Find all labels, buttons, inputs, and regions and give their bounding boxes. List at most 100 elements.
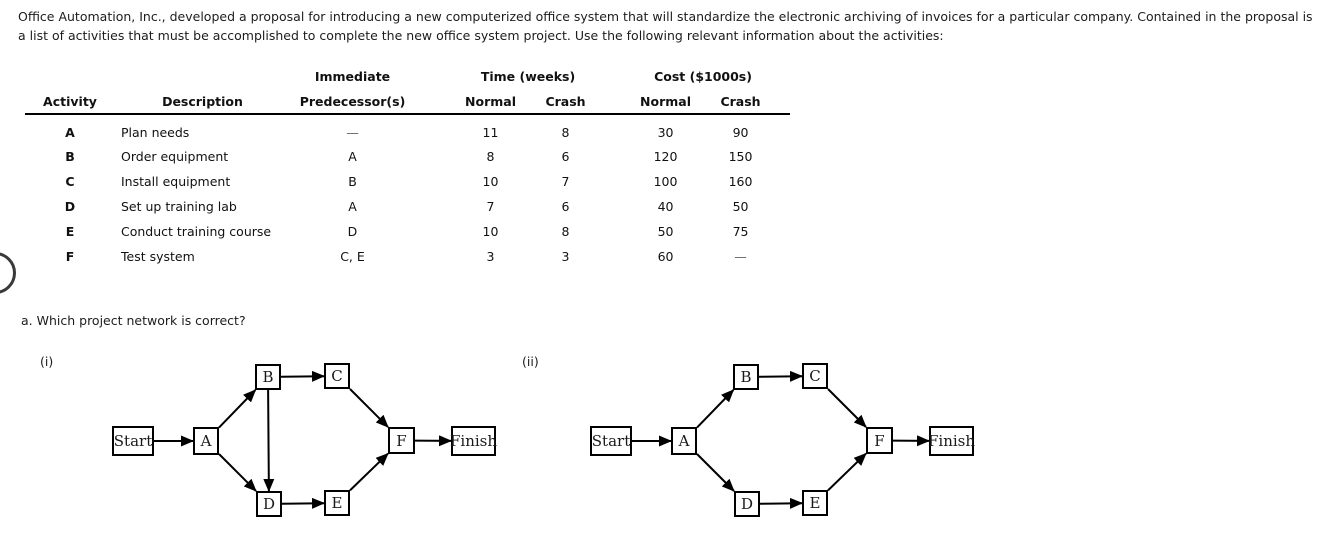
spacer-cell bbox=[603, 114, 628, 144]
cell-cost-normal: 100 bbox=[653, 174, 678, 189]
time-group-header: Time (weeks) bbox=[480, 68, 576, 84]
cell-activity: B bbox=[65, 149, 75, 164]
spacer-cell bbox=[778, 89, 791, 115]
node-b: B bbox=[733, 364, 759, 390]
edge-A-B bbox=[696, 389, 735, 429]
edge-B-C bbox=[280, 370, 325, 382]
diagram-i-label: (i) bbox=[40, 354, 54, 369]
spacer-cell bbox=[603, 169, 628, 194]
edge-D-E bbox=[759, 497, 803, 509]
cell-activity: C bbox=[65, 174, 75, 189]
spacer-cell bbox=[415, 114, 453, 144]
edge-A-D bbox=[696, 453, 735, 492]
diagram-ii-label: (ii) bbox=[522, 354, 539, 369]
cell-time-crash: 6 bbox=[561, 149, 570, 164]
cell-description: Order equipment bbox=[121, 149, 229, 164]
cell-time-normal: 10 bbox=[482, 174, 499, 189]
spacer-cell bbox=[415, 219, 453, 244]
cell-cost-crash: 160 bbox=[728, 174, 753, 189]
cell-cost-normal: 40 bbox=[657, 199, 674, 214]
edge-A-B bbox=[218, 389, 257, 429]
time-crash-column-header: Crash bbox=[528, 89, 604, 115]
cell-time-normal: 3 bbox=[486, 249, 495, 264]
diagram-edges bbox=[632, 370, 930, 509]
diagram-edges bbox=[154, 370, 452, 509]
cell-cost-normal: 50 bbox=[657, 224, 674, 239]
node-e: E bbox=[802, 490, 828, 516]
cell-time-normal: 11 bbox=[482, 124, 499, 140]
table-row-a: A Plan needs — 11 8 30 90 bbox=[25, 114, 790, 144]
edge-B-C bbox=[758, 370, 803, 382]
cell-predecessor: A bbox=[348, 199, 357, 214]
node-e: E bbox=[324, 490, 350, 516]
spacer-cell bbox=[778, 144, 790, 169]
page-curl-mark bbox=[0, 252, 16, 294]
spacer-cell bbox=[603, 194, 628, 219]
cell-time-crash: 8 bbox=[561, 224, 570, 239]
edge-C-F bbox=[349, 388, 389, 428]
node-a: A bbox=[193, 427, 219, 455]
node-finish: Finish bbox=[928, 426, 975, 456]
spacer-cell bbox=[778, 114, 790, 144]
spacer-cell bbox=[415, 63, 453, 89]
activity-column-header: Activity bbox=[25, 89, 115, 115]
node-a: A bbox=[671, 427, 697, 455]
cost-crash-column-header: Crash bbox=[703, 89, 779, 115]
cell-time-crash: 8 bbox=[561, 124, 570, 140]
cell-time-normal: 10 bbox=[482, 224, 499, 239]
node-c: C bbox=[324, 363, 350, 389]
spacer-cell bbox=[778, 63, 790, 89]
cell-description: Test system bbox=[121, 249, 195, 264]
cell-time-crash: 7 bbox=[561, 174, 570, 189]
cell-cost-crash: 150 bbox=[728, 149, 753, 164]
spacer-cell bbox=[603, 89, 629, 115]
spacer-cell bbox=[415, 194, 453, 219]
cell-time-normal: 8 bbox=[486, 149, 495, 164]
node-f: F bbox=[388, 427, 415, 454]
cell-predecessor: B bbox=[348, 174, 357, 189]
spacer-cell bbox=[603, 63, 628, 89]
node-b: B bbox=[255, 364, 281, 390]
spacer-cell bbox=[778, 219, 790, 244]
spacer-cell bbox=[603, 244, 628, 269]
table-row-f: F Test system C, E 3 3 60 — bbox=[25, 244, 790, 269]
predecessor-column-header: Predecessor(s) bbox=[290, 89, 415, 115]
cell-time-crash: 6 bbox=[561, 199, 570, 214]
table-row-b: B Order equipment A 8 6 120 150 bbox=[25, 144, 790, 169]
node-start: Start bbox=[112, 426, 154, 456]
node-start: Start bbox=[590, 426, 632, 456]
cell-time-crash: 3 bbox=[561, 249, 570, 264]
cell-cost-normal: 120 bbox=[653, 149, 678, 164]
cell-description: Plan needs bbox=[121, 124, 190, 140]
immediate-group-header: Immediate bbox=[314, 68, 391, 84]
spacer-cell bbox=[603, 144, 628, 169]
node-f: F bbox=[866, 427, 893, 454]
edge-D-E bbox=[281, 497, 325, 509]
cell-time-normal: 7 bbox=[486, 199, 495, 214]
cell-activity: A bbox=[65, 124, 75, 140]
edge-C-F bbox=[827, 388, 867, 428]
description-column-header: Description bbox=[115, 89, 290, 115]
cell-cost-crash: 90 bbox=[732, 124, 749, 140]
node-c: C bbox=[802, 363, 828, 389]
cell-description: Install equipment bbox=[121, 174, 231, 189]
cell-activity: E bbox=[65, 224, 75, 239]
spacer-cell bbox=[603, 219, 628, 244]
cell-cost-crash: — bbox=[734, 249, 747, 264]
table-row-d: D Set up training lab A 7 6 40 50 bbox=[25, 194, 790, 219]
column-header-row: Activity Description Predecessor(s) Norm… bbox=[25, 89, 791, 115]
spacer-cell bbox=[25, 63, 290, 89]
cost-normal-column-header: Normal bbox=[628, 89, 704, 115]
spacer-cell bbox=[415, 244, 453, 269]
intro-paragraph: Office Automation, Inc., developed a pro… bbox=[18, 9, 1313, 43]
cell-description: Conduct training course bbox=[121, 224, 272, 239]
table-row-c: C Install equipment B 10 7 100 160 bbox=[25, 169, 790, 194]
cell-activity: D bbox=[64, 199, 76, 214]
cell-cost-crash: 75 bbox=[732, 224, 749, 239]
spacer-cell bbox=[415, 169, 453, 194]
activity-table: Immediate Time (weeks) Cost ($1000s) Act… bbox=[25, 63, 791, 269]
cell-cost-normal: 60 bbox=[657, 249, 674, 264]
